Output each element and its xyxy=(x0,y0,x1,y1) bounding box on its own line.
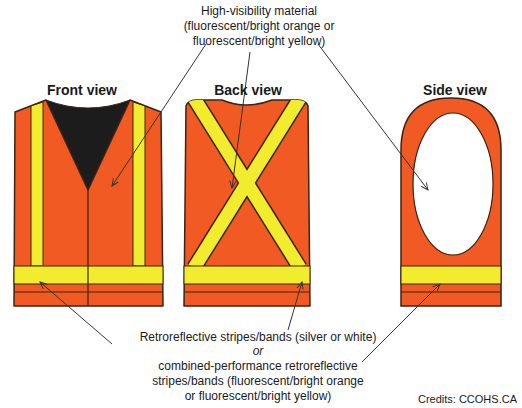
view-title: Front view xyxy=(22,82,142,99)
view-title: Side view xyxy=(395,82,515,99)
leader-line xyxy=(288,282,302,330)
leader-line xyxy=(40,282,112,344)
callout-text: High-visibility material (fluorescent/br… xyxy=(183,4,335,49)
armhole xyxy=(413,113,493,255)
hem-line xyxy=(184,292,310,293)
conjunction-text: or xyxy=(228,344,288,359)
reflective-stripe xyxy=(133,102,145,266)
view-title: Back view xyxy=(188,82,308,99)
vest-body xyxy=(14,100,163,306)
back-vest xyxy=(184,98,310,306)
zipper-line xyxy=(87,190,88,306)
stripe-outline xyxy=(194,98,300,268)
hem-line xyxy=(14,292,163,293)
reflective-stripe xyxy=(31,102,43,266)
leader-line xyxy=(232,52,250,188)
reflective-band xyxy=(184,266,310,284)
callout-text: Retroreflective stripes/bands (silver or… xyxy=(98,330,418,345)
credit-text: Credits: CCOHS.CA xyxy=(380,392,517,407)
vest-body xyxy=(184,100,310,306)
reflective-stripe xyxy=(194,98,300,268)
stripe-outline xyxy=(194,98,300,268)
callout-text: combined-performance retroreflective str… xyxy=(148,359,368,404)
leader-line xyxy=(112,44,206,186)
reflective-stripe xyxy=(194,98,300,268)
reflective-band xyxy=(401,266,501,284)
vest-body xyxy=(401,98,501,306)
hem-line xyxy=(401,292,501,293)
leader-line xyxy=(318,44,428,190)
side-vest xyxy=(401,98,501,306)
front-vest xyxy=(14,100,163,306)
leader-line xyxy=(362,284,440,362)
